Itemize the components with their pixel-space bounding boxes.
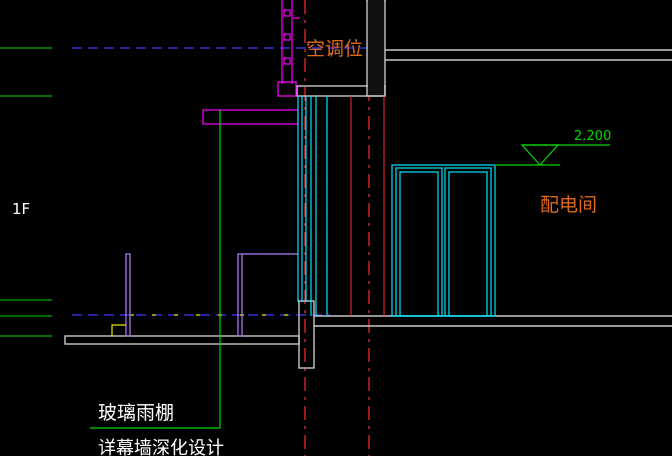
elevation-marker: [496, 144, 610, 166]
railing-posts: [125, 253, 298, 337]
ac-position-label: 空调位: [306, 38, 363, 60]
left-reference-lines: [0, 47, 52, 337]
floor-label: 1F: [12, 200, 30, 218]
curtain-wall-note-label: 详幕墙深化设计: [98, 438, 224, 456]
yellow-detail: [111, 324, 126, 336]
axis-lines-dashed: [304, 0, 370, 456]
electrical-room-label: 配电间: [540, 194, 597, 216]
upper-wall-fill: [368, 0, 384, 95]
door-frames: [391, 164, 496, 317]
glass-canopy-label: 玻璃雨棚: [98, 402, 174, 424]
curtain-wall-mullions: [297, 96, 328, 316]
elevation-value-label: 2.200: [574, 129, 611, 144]
ac-bracket: [277, 0, 300, 97]
red-wall-edges: [350, 96, 385, 316]
canopy-leader-line: [90, 110, 221, 429]
upper-wall-structure: [296, 0, 672, 97]
